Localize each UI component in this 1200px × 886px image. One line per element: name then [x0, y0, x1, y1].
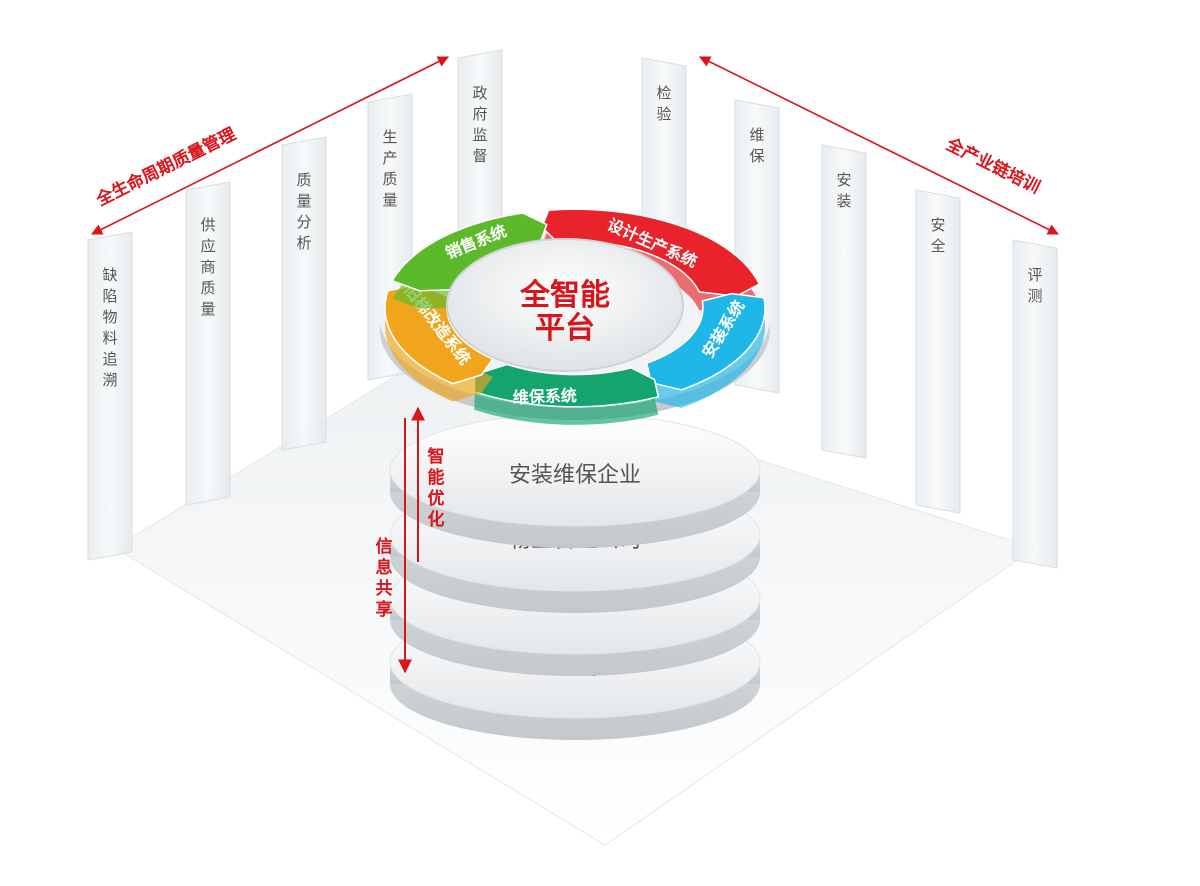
left-panel-label-5: 政府监督: [472, 84, 487, 165]
left-panel-2: 供应商质量: [185, 181, 231, 506]
right-title: 全产业链培训: [942, 133, 1044, 198]
left-panel-label-2: 供应商质量: [200, 216, 215, 318]
lower-vertical-text: 信息共享: [376, 536, 393, 620]
platform-hub: [446, 238, 684, 372]
right-panel-label-1: 检验: [656, 84, 671, 123]
right-panel-4: 安全: [915, 189, 961, 514]
right-panel-3: 安装: [821, 144, 867, 459]
left-panel-1: 缺陷物料追溯: [87, 231, 133, 561]
layer-stack: 政 府业 主物业管理公司安装维保企业: [389, 413, 761, 740]
layer-label-1: 安装维保企业: [509, 463, 641, 488]
upper-vertical-text: 智能优化: [428, 446, 445, 530]
ring-segment-2: 安装系统: [645, 292, 766, 408]
right-title-arrow: [698, 56, 1060, 235]
right-panel-5: 评测: [1012, 239, 1058, 569]
layer-disk-1: 安装维保企业: [389, 413, 761, 548]
ring-segment-3: 维保系统: [473, 363, 660, 425]
platform-title-line2: 平台: [535, 311, 595, 346]
right-panel-label-5: 评测: [1027, 266, 1042, 305]
left-panel-label-1: 缺陷物料追溯: [102, 266, 117, 389]
upper-vertical-label: 智能优化: [428, 446, 445, 530]
lower-vertical-label: 信息共享: [376, 536, 393, 620]
platform-title-line1: 全智能: [519, 278, 610, 313]
ring-label-3: 维保系统: [512, 386, 577, 407]
left-title-arrow: [90, 56, 450, 235]
left-panel-3: 质量分析: [281, 136, 327, 451]
